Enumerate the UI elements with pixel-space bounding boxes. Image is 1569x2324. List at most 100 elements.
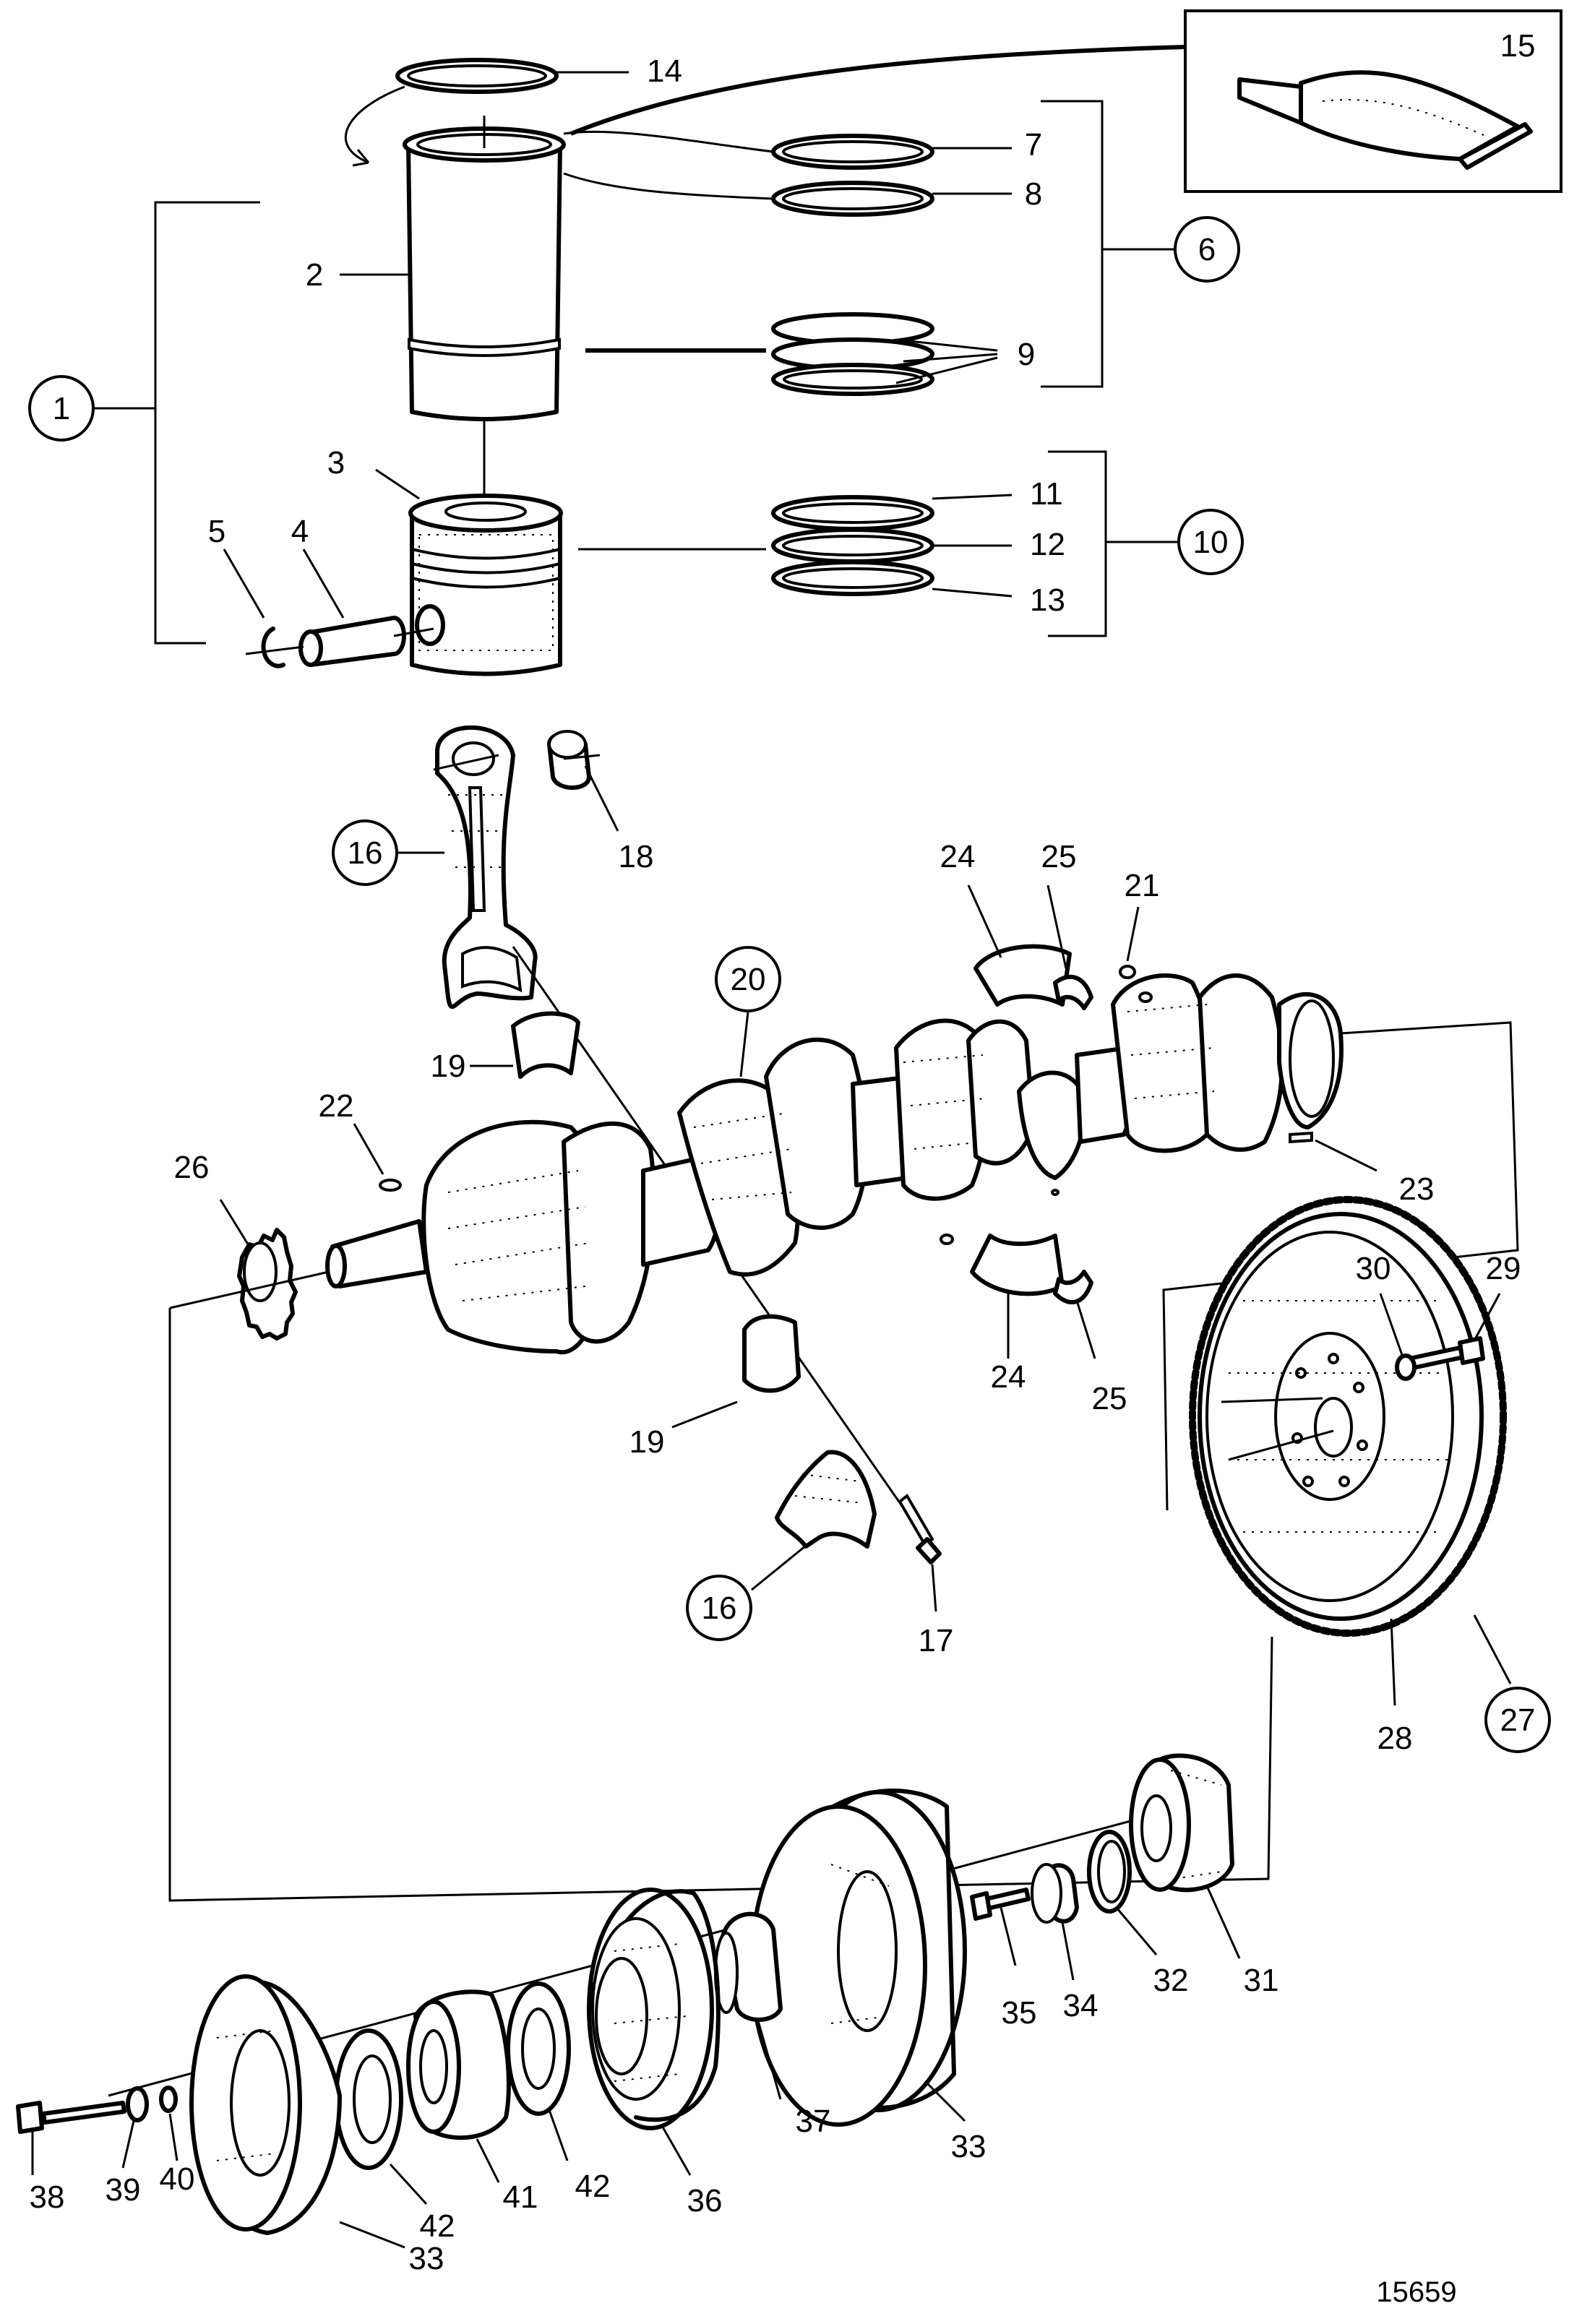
cylinder-group	[94, 9, 1562, 676]
callout-35: 35	[1002, 1995, 1037, 2031]
flywheel-group	[1189, 1196, 1512, 1706]
piston-pin-4	[298, 548, 434, 667]
callout-25b: 25	[1092, 1381, 1127, 1416]
callout-14: 14	[647, 53, 682, 89]
damper-group	[16, 1753, 1241, 2249]
callout-1: 1	[53, 391, 70, 426]
washer-40	[159, 2086, 179, 2161]
sealant-box-15	[1184, 9, 1562, 193]
callout-42b: 42	[420, 2208, 455, 2244]
callout-15: 15	[1500, 28, 1536, 64]
bracket-1	[154, 201, 260, 645]
callout-37: 37	[796, 2104, 831, 2139]
vibration-damper-33-right	[749, 1788, 967, 2127]
callout-29: 29	[1486, 1251, 1521, 1286]
flywheel-frame	[1162, 1021, 1519, 1511]
flywheel-27	[1189, 1196, 1512, 1684]
callout-30: 30	[1356, 1251, 1391, 1286]
callout-31: 31	[1244, 1963, 1279, 1998]
callout-circle-10	[1177, 509, 1244, 575]
crankshaft-gear-26	[219, 1199, 298, 1340]
callout-19a: 19	[431, 1049, 466, 1084]
callout-9: 9	[1018, 337, 1035, 372]
callout-32: 32	[1153, 1963, 1189, 1998]
rod-bearing-19-lower	[671, 1314, 801, 1429]
callout-circle-16a	[332, 819, 398, 886]
callout-circle-16b	[686, 1575, 752, 1641]
plate-42-left	[334, 2028, 428, 2205]
bolt-38	[16, 2101, 126, 2175]
callout-25a: 25	[1041, 839, 1077, 874]
callout-16a: 16	[348, 835, 383, 871]
callout-22: 22	[319, 1088, 354, 1124]
callout-23: 23	[1399, 1171, 1435, 1207]
bushing-18	[547, 730, 619, 832]
vibration-damper-33-left	[189, 1974, 405, 2249]
callout-38: 38	[30, 2179, 65, 2215]
callout-24a: 24	[940, 839, 976, 874]
washer-39	[121, 2086, 149, 2169]
callout-10: 10	[1193, 525, 1229, 560]
callout-circle-20	[715, 946, 781, 1012]
pin-22	[353, 1123, 402, 1192]
bolt-35	[970, 1888, 1031, 1966]
seal-ring-32	[1087, 1830, 1158, 1955]
connecting-rod-16	[435, 725, 538, 1010]
bracket-10	[1048, 450, 1107, 637]
callout-11: 11	[1030, 476, 1063, 512]
callout-27: 27	[1500, 1703, 1536, 1738]
rod-bearing-19-upper	[470, 1011, 580, 1079]
liner-seal-rings-7-8	[563, 45, 1186, 217]
callout-18: 18	[619, 839, 654, 874]
seal-ring-14	[345, 58, 629, 167]
seal-37	[714, 1911, 783, 2100]
pin-21	[1119, 906, 1140, 979]
callout-4: 4	[291, 514, 309, 549]
callout-circle-1	[28, 375, 95, 442]
hub-31	[1129, 1753, 1241, 1959]
callout-40: 40	[160, 2161, 195, 2197]
piston-3	[375, 468, 766, 676]
callout-24b: 24	[991, 1359, 1026, 1395]
callout-13: 13	[1030, 582, 1065, 618]
callout-39: 39	[106, 2172, 141, 2208]
callout-21: 21	[1125, 868, 1160, 903]
callout-20: 20	[731, 962, 766, 997]
rod-bolt-17	[898, 1493, 942, 1612]
callout-circle-27	[1484, 1687, 1551, 1753]
callout-41: 41	[503, 2179, 538, 2215]
rod-cap-16	[751, 1450, 877, 1591]
callout-16b: 16	[702, 1591, 737, 1626]
main-bearing-24-25-lower	[970, 1234, 1096, 1359]
damper-frame	[168, 1308, 1273, 1902]
spacer-41	[406, 1989, 511, 2183]
damper-frame-top	[169, 1270, 330, 1309]
callout-8: 8	[1025, 176, 1042, 212]
callout-17: 17	[919, 1623, 954, 1658]
plate-42-right	[506, 1981, 571, 2161]
callout-3: 3	[327, 445, 345, 481]
piston-rings-11-13	[771, 494, 1013, 598]
pin-23	[1289, 1131, 1377, 1172]
callout-6: 6	[1198, 232, 1216, 267]
callout-28: 28	[1377, 1721, 1413, 1756]
callout-33a: 33	[951, 2129, 986, 2164]
circlip-5	[223, 548, 304, 668]
callout-19b: 19	[629, 1424, 665, 1460]
pulley-36	[587, 1888, 721, 2176]
main-bearing-24-25-upper	[967, 885, 1093, 1010]
callout-36: 36	[687, 2183, 723, 2218]
crankshaft-group	[168, 885, 1519, 1902]
callout-labels: 1 2 3 4 5 6 7 8 9 10 11 12 13 14 15 16 1…	[28, 28, 1551, 2276]
callout-2: 2	[306, 257, 323, 293]
callout-12: 12	[1030, 527, 1065, 562]
callout-42a: 42	[575, 2169, 611, 2204]
washer-34	[1031, 1863, 1079, 1981]
cylinder-liner-2	[340, 116, 566, 499]
crankshaft-20	[325, 973, 1344, 1355]
bracket-6	[1041, 100, 1104, 388]
sealant-tube-icon	[1237, 70, 1533, 170]
flywheel-bolt-holes	[1291, 1353, 1368, 1487]
callout-33b: 33	[409, 2241, 444, 2276]
